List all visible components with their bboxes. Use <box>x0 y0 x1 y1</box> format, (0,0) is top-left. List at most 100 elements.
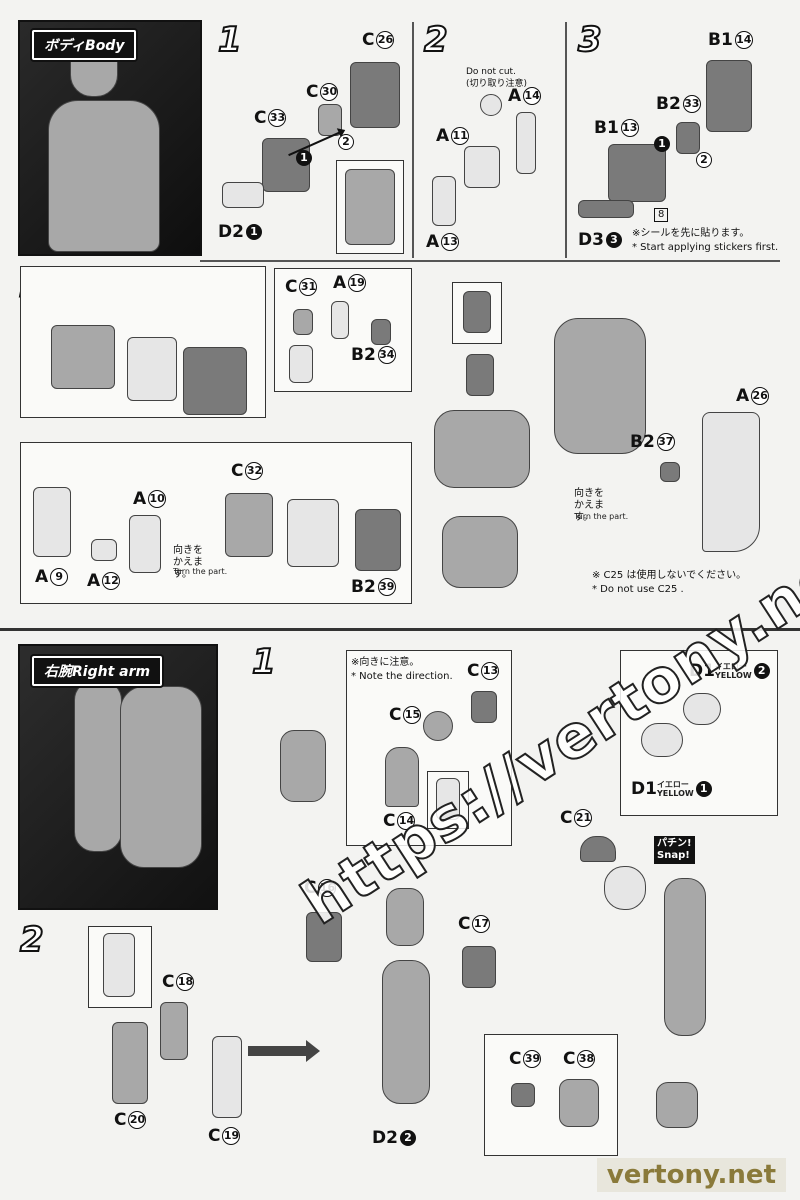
turn-part-note-jp: 向きを かえます。 <box>173 545 203 580</box>
direction-note-jp: ※向きに注意。 <box>351 657 420 668</box>
part-c32 <box>225 493 273 557</box>
step4-inset-neck-assembled <box>452 282 502 344</box>
unused-part-note-jp: ※ C25 は使用しないでください。 <box>592 570 747 581</box>
part-waist-assembled <box>442 516 518 588</box>
sticker-note-en: * Start applying stickers first. <box>632 242 779 253</box>
part-b114 <box>706 60 752 132</box>
part-a19 <box>331 301 349 339</box>
part-shoulder-cap <box>604 866 646 910</box>
body-section-title: ボディBody <box>32 30 137 60</box>
part-c31 <box>293 309 313 335</box>
photo-figure-arm <box>74 680 122 852</box>
turn-part-note-en: Turn the part. <box>173 567 228 576</box>
part-arm-mid-assembled <box>382 960 430 1104</box>
part-c20 <box>112 1022 148 1104</box>
step4-inset-upper <box>20 266 266 418</box>
part-c26 <box>350 62 400 128</box>
part-c26-inner <box>345 169 395 245</box>
turn-part-note-en: Turn the part. <box>574 512 629 521</box>
part-neck-joint <box>466 354 494 396</box>
part-arm-assembled <box>664 878 706 1036</box>
arm-step-2-number: 2 <box>19 919 45 961</box>
part-d1-1 <box>641 723 683 757</box>
c18-detail-inset <box>88 926 152 1008</box>
part-d1-2 <box>683 693 721 725</box>
part-torso-assembled <box>434 410 530 488</box>
part-c18 <box>160 1002 188 1060</box>
photo-figure-torso <box>120 686 202 868</box>
order-marker-2: 2 <box>696 152 712 168</box>
order-marker-1: 1 <box>654 136 670 152</box>
part-b234 <box>371 319 391 345</box>
part-c14 <box>385 747 419 807</box>
part-a26-scarf <box>702 412 760 552</box>
part-c38-hand <box>559 1079 599 1127</box>
snap-label: パチン!Snap! <box>654 836 695 864</box>
part-upper-arm <box>386 888 424 946</box>
part-chest-assembled <box>554 318 646 454</box>
part-inner-frame <box>127 337 177 401</box>
part-neck-assembled <box>463 291 491 333</box>
assembly-direction-arrow <box>248 1040 320 1062</box>
part-c15-detail <box>436 778 460 820</box>
part-b237 <box>660 462 680 482</box>
do-not-cut-note-jp: (切り取り注意) <box>466 79 528 89</box>
part-inner-frame-lower <box>287 499 339 567</box>
part-c19 <box>212 1036 242 1118</box>
direction-note-en: * Note the direction. <box>351 671 453 682</box>
part-a11 <box>464 146 500 188</box>
do-not-cut-icon <box>480 94 502 116</box>
brand-footer: vertony.net <box>596 1158 786 1192</box>
detail-inset <box>336 160 404 254</box>
step-divider <box>412 22 414 258</box>
order-marker-1: 1 <box>296 150 312 166</box>
part-c16 <box>306 912 342 962</box>
arm-section-title: 右腕Right arm <box>32 656 163 686</box>
photo-figure-torso <box>48 100 160 252</box>
part-c21 <box>580 836 616 862</box>
part-a19-detail <box>289 345 313 383</box>
turn-part-note-jp: 向きを かえます。 <box>574 488 604 523</box>
row-divider <box>200 260 780 262</box>
part-shoulder-assembled <box>280 730 326 802</box>
step-2-number: 2 <box>423 19 449 61</box>
part-d33 <box>578 200 634 218</box>
section-divider <box>0 628 800 631</box>
part-c13 <box>471 691 497 723</box>
part-c17 <box>462 946 496 988</box>
